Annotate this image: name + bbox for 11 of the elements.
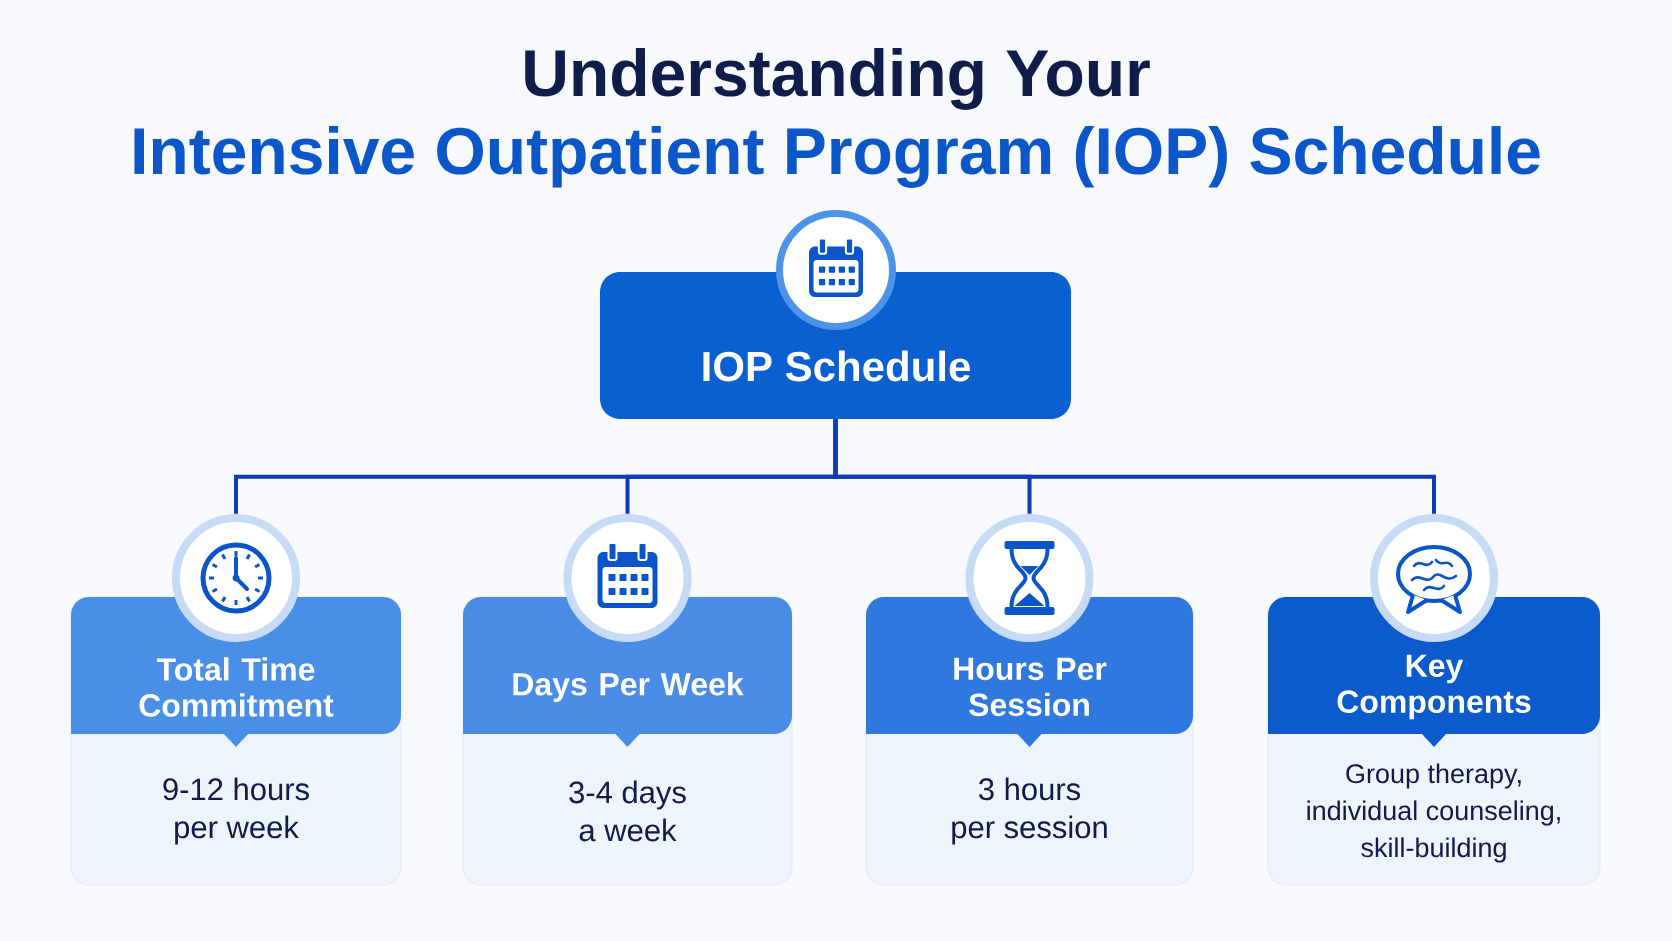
card-heading: Key Components: [1337, 654, 1531, 720]
box-label: IOP Schedule: [703, 350, 970, 382]
card-text: 9-12 hours per week: [163, 777, 309, 845]
connector-line: [833, 419, 1436, 514]
title: Understanding Your Intensive Outpatient Program (IOP) Schedule: [134, 48, 1540, 188]
card-heading: Days Per Week: [513, 672, 744, 702]
card-text: 3 hours per session: [952, 777, 1107, 845]
card-heading: Hours Per Session: [954, 657, 1107, 717]
card-heading: Total Time Commitment: [139, 657, 334, 717]
card-text: 3-4 days a week: [569, 780, 686, 842]
card-text: Group therapy, individual counseling, skill-building: [1307, 763, 1560, 863]
